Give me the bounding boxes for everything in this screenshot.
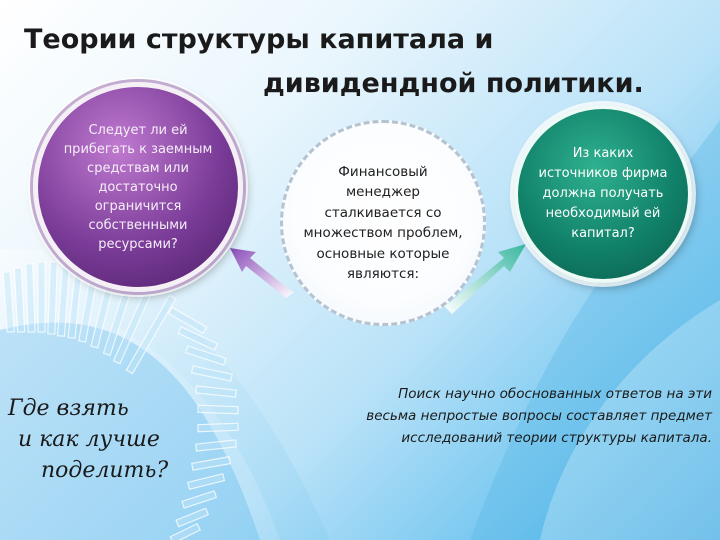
right-question-circle: Из каких источников фирма должна получат… [514,105,692,283]
title-line-1: Теории структуры капитала и [24,24,494,55]
right-circle-text: Из каких источников фирма должна получат… [538,146,668,241]
center-circle-text: Финансовый менеджер сталкивается со множ… [303,163,463,283]
slide-title: Теории структуры капитала и дивидендной … [20,18,700,106]
center-circle: Финансовый менеджер сталкивается со множ… [280,120,486,326]
answer-text: Поиск научно обоснованных ответов на эти… [366,386,712,446]
left-circle-text: Следует ли ей прибегать к заемным средст… [63,122,213,252]
question-line-3: поделить? [41,458,169,483]
title-line-2: дивидендной политики. [263,68,644,99]
question-line-1: Где взять [8,396,129,421]
left-question-circle: Следует ли ей прибегать к заемным средст… [33,82,243,292]
question-text: Где взять и как лучше поделить? [8,393,208,486]
question-line-2: и как лучше [18,427,160,452]
